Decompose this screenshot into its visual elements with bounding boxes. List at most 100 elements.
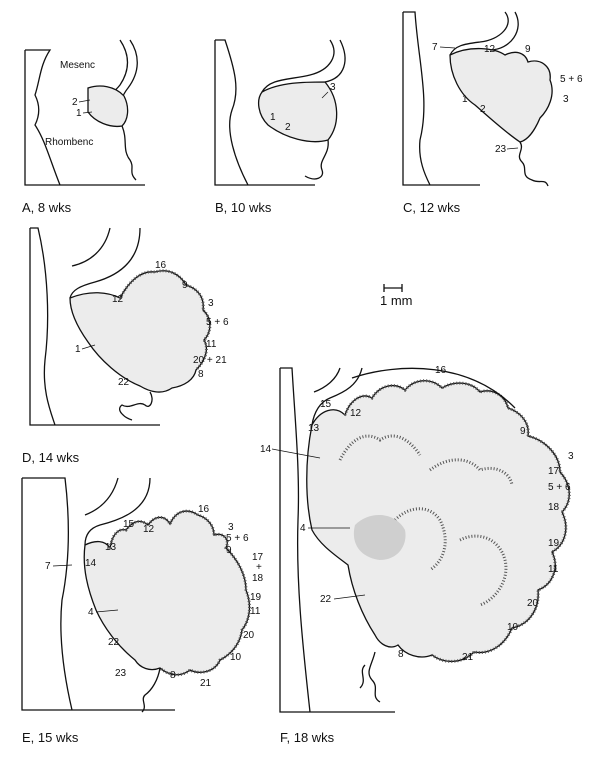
panel-e-label: 16 xyxy=(198,504,210,515)
panel-e-label: 3 xyxy=(228,522,234,533)
panel-f-label: 9 xyxy=(520,426,526,437)
panel-d-choroid-tail xyxy=(118,391,153,421)
panel-d-label: 20 + 21 xyxy=(193,355,227,366)
panel-e-label: 8 xyxy=(170,670,176,681)
panel-d-label: 3 xyxy=(208,298,214,309)
panel-d-brainstem-outline xyxy=(29,227,160,426)
panel-e-label: 22 xyxy=(108,637,120,648)
panel-d-label: 22 xyxy=(118,377,130,388)
panel-e-label: 12 xyxy=(143,524,155,535)
panel-e-choroid-tail xyxy=(141,667,161,713)
panel-e-caption: E, 15 wks xyxy=(22,730,79,745)
panel-c-cerebellar-anlage xyxy=(449,47,553,143)
panel-f-label: 19 xyxy=(548,538,560,549)
panel-f-label: 22 xyxy=(320,594,332,605)
panel-f-label: 14 xyxy=(260,444,272,455)
panel-e-label: 20 xyxy=(243,630,255,641)
panel-d-label: 9 xyxy=(182,280,188,291)
panel-e-label: 7 xyxy=(45,561,51,572)
panel-a-cerebellar-anlage xyxy=(87,85,129,128)
panel-e-label: 10 xyxy=(230,652,242,663)
panel-c: 7 12 9 5 + 6 3 1 2 23 C, 12 wks xyxy=(402,11,583,215)
panel-f-brainstem-outline xyxy=(279,367,395,713)
panel-f-label: 8 xyxy=(398,649,404,660)
panel-e-label: 15 xyxy=(123,519,135,530)
panel-f-label: 20 xyxy=(527,598,539,609)
panel-c-mesencephalon-outline xyxy=(449,11,519,56)
panel-c-label: 7 xyxy=(432,42,438,53)
panel-b-mesencephalon-outline xyxy=(261,39,346,93)
panel-e-label: 23 xyxy=(115,668,127,679)
panel-b-cerebellar-anlage xyxy=(257,81,338,143)
panel-c-caption: C, 12 wks xyxy=(403,200,461,215)
panel-c-label: 12 xyxy=(484,44,496,55)
panel-e-label: 5 + 6 xyxy=(226,533,249,544)
panel-d: 16 9 12 3 5 + 6 11 20 + 21 1 22 8 D, 14 … xyxy=(22,227,229,465)
panel-a-label: 2 xyxy=(72,97,78,108)
panel-b-caption: B, 10 wks xyxy=(215,200,272,215)
panel-a: Mesenc Rhombenc 2 1 A, 8 wks xyxy=(22,39,145,215)
panel-c-label: 1 xyxy=(462,94,468,105)
panel-f-label: 4 xyxy=(300,523,306,534)
panel-d-label: 16 xyxy=(155,260,167,271)
panel-a-label: 1 xyxy=(76,108,82,119)
panel-e-label: 4 xyxy=(88,607,94,618)
panel-c-label: 5 + 6 xyxy=(560,74,583,85)
panel-d-caption: D, 14 wks xyxy=(22,450,80,465)
panel-d-label: 5 + 6 xyxy=(206,317,229,328)
panel-d-cerebellar-anlage xyxy=(69,270,211,393)
panel-c-choroid-tail xyxy=(518,141,549,187)
panel-f: 16 15 12 9 3 13 17 14 5 + 6 18 4 19 11 2… xyxy=(260,365,574,745)
panel-b: 3 1 2 B, 10 wks xyxy=(214,39,346,215)
panel-f-cerebellar-anlage xyxy=(306,380,570,663)
panel-e-label: 9 xyxy=(226,545,232,556)
panel-d-label: 1 xyxy=(75,344,81,355)
panel-c-label: 3 xyxy=(563,94,569,105)
panel-e-mesencephalon-outline xyxy=(84,477,151,546)
panel-b-label: 3 xyxy=(330,82,336,93)
panel-e-label: + xyxy=(256,562,262,573)
panel-a-brainstem-outline xyxy=(24,49,145,186)
panel-c-label: 2 xyxy=(480,104,486,115)
panel-e-label: 19 xyxy=(250,592,262,603)
panel-e-label: 17 xyxy=(252,552,264,563)
panel-f-label: 5 + 6 xyxy=(548,482,571,493)
panel-c-label: 23 xyxy=(495,144,507,155)
scale-bar: 1 mm xyxy=(380,284,413,308)
panel-d-label: 12 xyxy=(112,294,124,305)
panel-a-caption: A, 8 wks xyxy=(22,200,72,215)
panel-f-label: 18 xyxy=(548,502,560,513)
panel-e-cerebellar-anlage xyxy=(83,510,251,676)
panel-d-label: 11 xyxy=(206,339,217,350)
panel-f-dentate-region xyxy=(353,514,406,560)
panel-f-label: 21 xyxy=(462,652,474,663)
panel-a-region-rhombenc: Rhombenc xyxy=(45,137,93,148)
panel-e-label: 13 xyxy=(105,542,117,553)
panel-f-label: 15 xyxy=(320,399,332,410)
panel-f-mesencephalon-outline xyxy=(311,367,363,426)
panel-e-label: 14 xyxy=(85,558,97,569)
panel-e-label: 18 xyxy=(252,573,264,584)
panel-f-vermis-arc xyxy=(351,367,516,409)
panel-f-caption: F, 18 wks xyxy=(280,730,335,745)
panel-a-choroid-tail xyxy=(121,125,137,181)
panel-d-label: 8 xyxy=(198,369,204,380)
panel-b-choroid-tail xyxy=(304,139,329,180)
panel-f-label: 13 xyxy=(308,423,320,434)
panel-e-label: 11 xyxy=(250,606,261,617)
panel-e-label: 21 xyxy=(200,678,212,689)
panel-f-label: 12 xyxy=(350,408,362,419)
scale-bar-label: 1 mm xyxy=(380,293,413,308)
panel-b-label: 1 xyxy=(270,112,276,123)
panel-b-brainstem-outline xyxy=(214,39,315,186)
panel-e: 16 15 12 3 13 5 + 6 9 7 14 17 + 18 19 4 … xyxy=(21,477,264,745)
panel-f-label: 16 xyxy=(435,365,447,376)
panel-f-label: 3 xyxy=(568,451,574,462)
panel-c-brainstem-outline xyxy=(402,11,480,186)
panel-a-region-mesenc: Mesenc xyxy=(60,60,95,71)
panel-f-label: 10 xyxy=(507,622,519,633)
panel-d-mesencephalon-outline xyxy=(69,227,141,299)
panel-c-label: 9 xyxy=(525,44,531,55)
panel-e-brainstem-outline xyxy=(21,477,175,711)
